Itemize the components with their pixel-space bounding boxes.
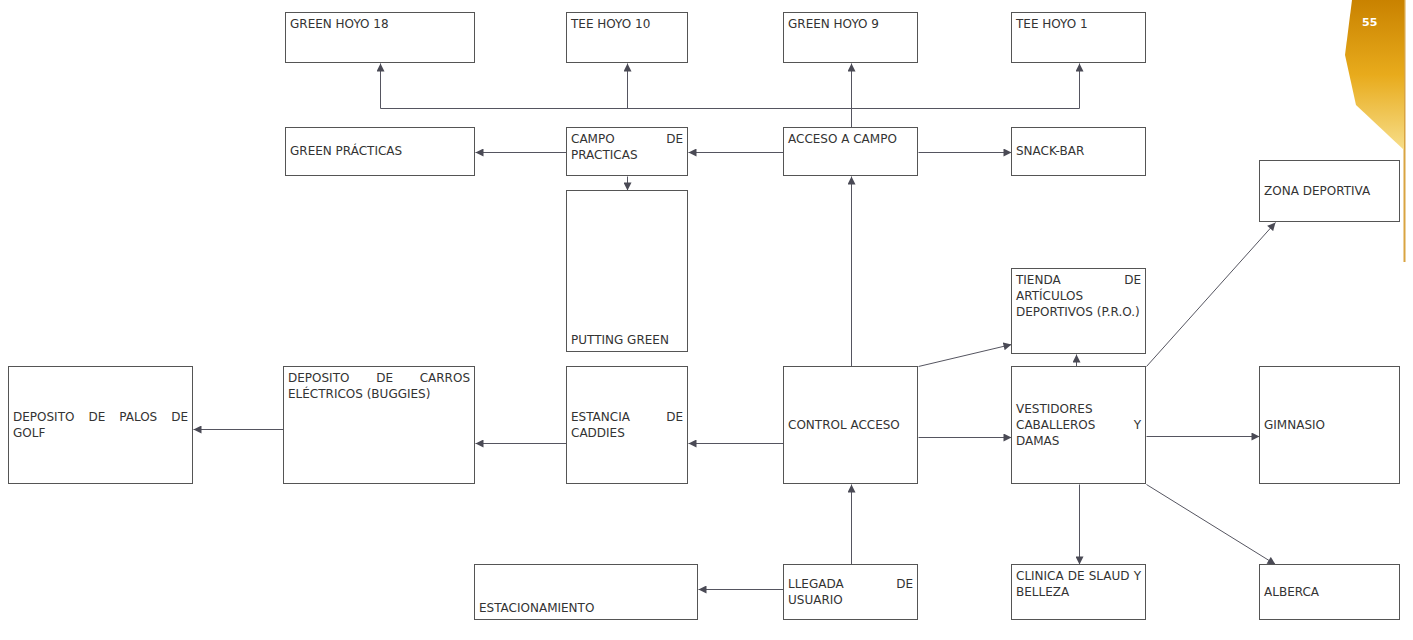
flow-arrow	[381, 64, 852, 128]
process-box: TEE HOYO 10	[566, 12, 688, 63]
flow-arrow	[699, 589, 784, 590]
box-label: CONTROL ACCESO	[788, 417, 913, 433]
flag-number-holder: 55	[1362, 16, 1377, 29]
process-box: CAMPO DE PRACTICAS	[566, 127, 688, 176]
process-box: TIENDA DE ARTÍCULOS DEPORTIVOS (P.R.O.)	[1011, 268, 1146, 354]
process-box: ESTANCIA DE CADDIES	[566, 366, 688, 484]
process-box: ZONA DEPORTIVA	[1259, 160, 1400, 222]
flag-number: 55	[1362, 16, 1377, 29]
box-label: GREEN PRÁCTICAS	[290, 143, 470, 159]
box-label: ESTANCIA DE CADDIES	[571, 409, 683, 441]
process-box: ALBERCA	[1259, 564, 1400, 620]
flow-arrow	[851, 485, 852, 565]
process-box: GREEN HOYO 18	[285, 12, 475, 63]
box-label: GREEN HOYO 18	[290, 16, 470, 32]
flow-arrow	[851, 177, 852, 367]
process-box: GIMNASIO	[1259, 366, 1400, 484]
process-box: ACCESO A CAMPO	[783, 127, 918, 176]
process-box: GREEN PRÁCTICAS	[285, 127, 475, 176]
process-box: DEPOSITO DE PALOS DE GOLF	[8, 366, 193, 484]
flow-arrow	[476, 443, 567, 444]
box-label: ALBERCA	[1264, 584, 1395, 600]
flow-arrow	[476, 152, 567, 153]
flow-arrow	[1079, 485, 1080, 565]
process-box: GREEN HOYO 9	[783, 12, 918, 63]
flow-arrow	[1147, 436, 1260, 437]
flag-cloth	[1345, 0, 1404, 150]
process-box: CONTROL ACCESO	[783, 366, 918, 484]
box-label: ESTACIONAMIENTO	[479, 600, 693, 616]
flow-arrow	[628, 64, 852, 128]
box-label: ACCESO A CAMPO	[788, 131, 913, 147]
box-label: SNACK-BAR	[1016, 143, 1141, 159]
flow-arrow	[689, 443, 784, 444]
process-box: ESTACIONAMIENTO	[474, 564, 698, 620]
flow-arrow	[919, 437, 1012, 438]
box-label: GIMNASIO	[1264, 417, 1395, 433]
box-label: ZONA DEPORTIVA	[1264, 183, 1395, 199]
process-box: SNACK-BAR	[1011, 127, 1146, 176]
box-label: CAMPO DE PRACTICAS	[571, 131, 683, 163]
process-box: CLINICA DE SLAUD Y BELLEZA	[1011, 564, 1146, 620]
process-box: DEPOSITO DE CARROS ELÉCTRICOS (BUGGIES)	[283, 366, 475, 484]
box-label: VESTIDORES CABALLEROS Y DAMAS	[1016, 401, 1141, 450]
flow-arrow	[852, 64, 1080, 128]
box-label: TEE HOYO 10	[571, 16, 683, 32]
process-box: TEE HOYO 1	[1011, 12, 1146, 63]
flow-arrow	[194, 429, 284, 430]
process-box: PUTTING GREEN	[566, 190, 688, 352]
flow-arrow	[919, 345, 1012, 367]
flow-arrow	[1147, 485, 1276, 565]
process-box: LLEGADA DE USUARIO	[783, 564, 918, 620]
box-label: DEPOSITO DE CARROS ELÉCTRICOS (BUGGIES)	[288, 370, 470, 402]
flow-arrow	[1147, 223, 1276, 367]
process-box: VESTIDORES CABALLEROS Y DAMAS	[1011, 366, 1146, 484]
flow-arrow	[1076, 355, 1077, 367]
box-label: TIENDA DE ARTÍCULOS DEPORTIVOS (P.R.O.)	[1016, 272, 1141, 321]
box-label: DEPOSITO DE PALOS DE GOLF	[13, 409, 188, 441]
box-label: TEE HOYO 1	[1016, 16, 1141, 32]
box-label: GREEN HOYO 9	[788, 16, 913, 32]
box-label: LLEGADA DE USUARIO	[788, 576, 913, 608]
flow-arrow	[627, 177, 628, 191]
flow-arrow	[919, 152, 1012, 153]
flow-arrow	[689, 152, 784, 153]
box-label: PUTTING GREEN	[571, 332, 683, 348]
box-label: CLINICA DE SLAUD Y BELLEZA	[1016, 568, 1141, 600]
